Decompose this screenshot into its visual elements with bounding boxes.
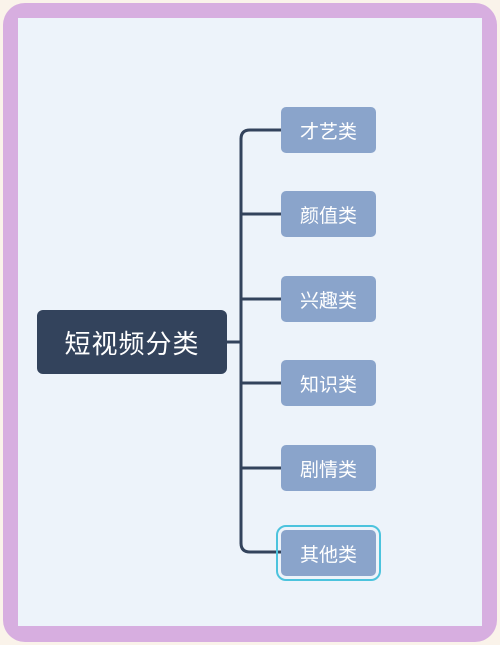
branch-node-label: 兴趣类: [299, 289, 357, 312]
branch-node-2[interactable]: 颜值类: [281, 191, 376, 237]
branch-node-label: 颜值类: [299, 204, 357, 227]
branch-node-label: 才艺类: [299, 120, 357, 143]
branch-node-6[interactable]: 其他类: [276, 525, 381, 581]
root-node[interactable]: 短视频分类: [37, 310, 227, 374]
branch-node-label: 其他类: [299, 543, 357, 566]
branch-node-1[interactable]: 才艺类: [281, 107, 376, 153]
branch-node-3[interactable]: 兴趣类: [281, 276, 376, 322]
branch-node-5[interactable]: 剧情类: [281, 445, 376, 491]
branch-node-label: 知识类: [299, 373, 357, 396]
branch-node-4[interactable]: 知识类: [281, 360, 376, 406]
branch-node-label: 剧情类: [299, 458, 357, 481]
root-node-label: 短视频分类: [64, 329, 200, 360]
